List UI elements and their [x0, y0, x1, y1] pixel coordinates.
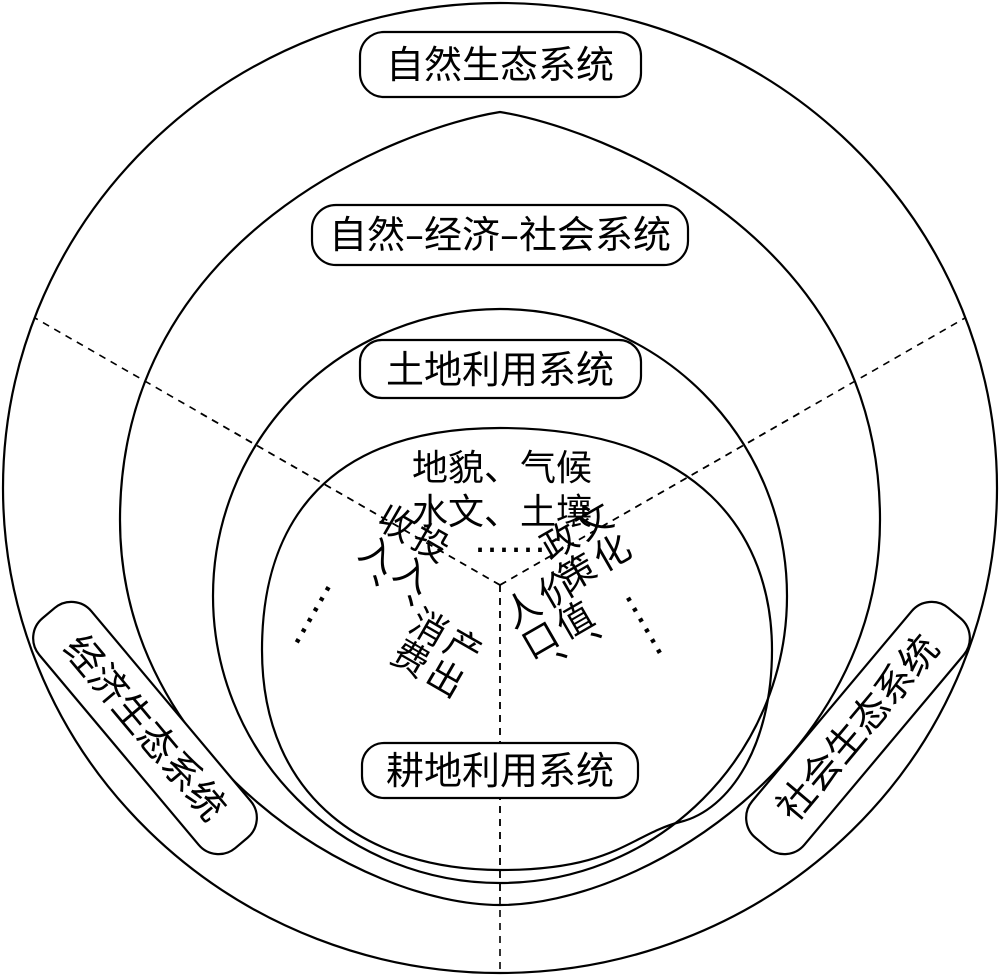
economic-ecosystem-label: 经济生态系统: [32, 600, 258, 856]
natural-ecosystem-label: 自然生态系统: [358, 30, 643, 99]
divider-social: [499, 317, 966, 586]
social-factor-ellipsis: ……: [616, 579, 688, 662]
svg-text:社会生态系统: 社会生态系统: [768, 627, 948, 830]
svg-text:自然–经济–社会系统: 自然–经济–社会系统: [329, 213, 671, 257]
nes-system-boundary: [118, 110, 882, 907]
cultivated-system-boundary: [260, 426, 774, 872]
land-use-system-boundary: [211, 307, 789, 885]
svg-text:自然生态系统: 自然生态系统: [386, 43, 614, 87]
divider-economic: [34, 317, 501, 586]
natural-factor-line1: 地貌、气候: [412, 448, 592, 489]
svg-text:土地利用系统: 土地利用系统: [386, 348, 614, 392]
natural-factor-line2: 水文、土壤: [412, 492, 592, 533]
natural-factor-ellipsis: ……: [474, 520, 546, 561]
divider-economic-inner: [199, 412, 501, 586]
land-use-system-label: 土地利用系统: [358, 338, 643, 400]
divider-social-inner: [499, 412, 801, 586]
nes-system-label: 自然–经济–社会系统: [310, 203, 690, 267]
natural-factors: 地貌、气候 水文、土壤 ……: [412, 448, 592, 561]
svg-text:经济生态系统: 经济生态系统: [55, 627, 235, 830]
cultivated-system-label: 耕地利用系统: [360, 741, 640, 800]
svg-text:耕地利用系统: 耕地利用系统: [386, 749, 614, 793]
